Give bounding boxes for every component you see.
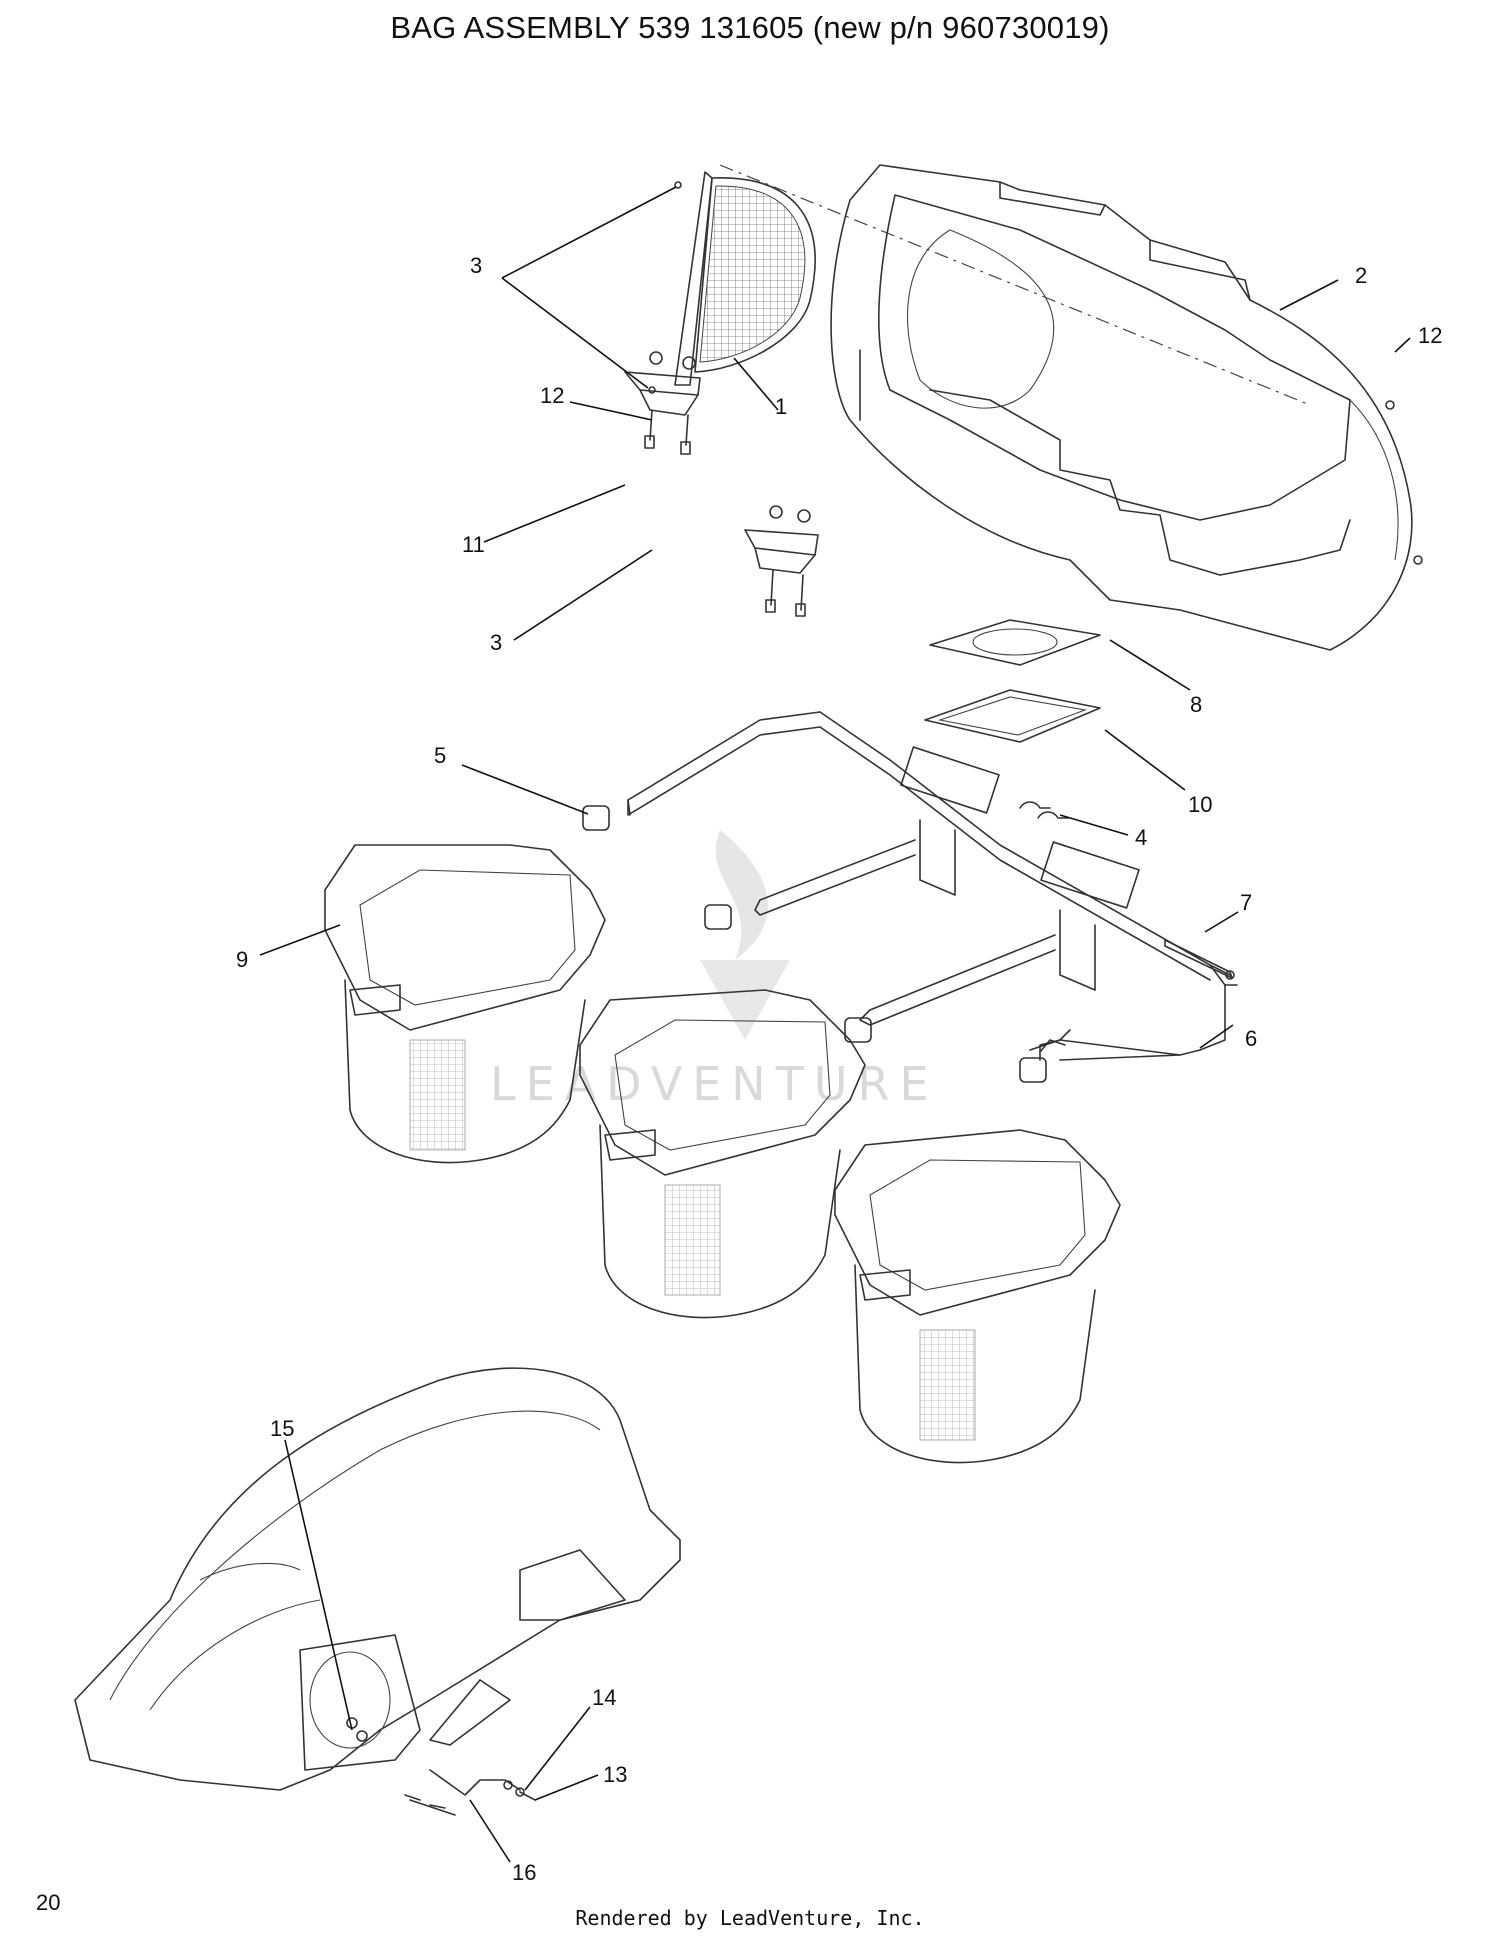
part-5-end-caps <box>582 799 1047 1083</box>
callout-4: 4 <box>1135 825 1147 850</box>
part-1-screen-door <box>648 171 816 394</box>
page-number: 20 <box>36 1890 61 1915</box>
callout-12-right: 12 <box>1418 323 1442 348</box>
callout-3-bottom: 3 <box>490 630 502 655</box>
callout-6: 6 <box>1245 1026 1257 1051</box>
part-10-frame-plate <box>924 689 1101 743</box>
footer-credit: Rendered by LeadVenture, Inc. <box>575 1906 925 1930</box>
callout-labels: 1 2 3 3 12 12 11 8 10 5 4 7 9 6 15 14 13… <box>236 253 1442 1885</box>
part-4-clips <box>1019 801 1069 819</box>
part-11-bracket-right <box>744 505 819 617</box>
part-7-pin <box>1164 939 1235 980</box>
callout-10: 10 <box>1188 792 1212 817</box>
part-8-gasket-plate <box>929 619 1101 666</box>
callout-14: 14 <box>592 1685 616 1710</box>
callout-7: 7 <box>1240 890 1252 915</box>
callout-16: 16 <box>512 1860 536 1885</box>
callout-2: 2 <box>1355 263 1367 288</box>
callout-8: 8 <box>1190 692 1202 717</box>
part-6-tube-frame <box>627 711 1238 1061</box>
leader-lines <box>259 186 1411 1863</box>
part-9-bag-left <box>324 844 606 1164</box>
part-9-bag-right <box>834 1129 1121 1464</box>
watermark-text: LEADVENTURE <box>490 1057 939 1111</box>
lower-housing <box>74 1367 681 1816</box>
callout-15: 15 <box>270 1416 294 1441</box>
callout-12-left: 12 <box>540 383 564 408</box>
callout-9: 9 <box>236 947 248 972</box>
part-11-bracket-left <box>624 351 701 455</box>
callout-1: 1 <box>775 394 787 419</box>
callout-11: 11 <box>462 532 485 557</box>
part-2-top-housing <box>830 164 1423 651</box>
callout-13: 13 <box>603 1762 627 1787</box>
part-9-bag-center <box>579 989 866 1319</box>
callout-5: 5 <box>434 743 446 768</box>
page-title: BAG ASSEMBLY 539 131605 (new p/n 9607300… <box>390 10 1110 45</box>
centerline-dashed <box>719 164 1311 406</box>
watermark: LEADVENTURE <box>490 830 939 1111</box>
callout-3-top: 3 <box>470 253 482 278</box>
